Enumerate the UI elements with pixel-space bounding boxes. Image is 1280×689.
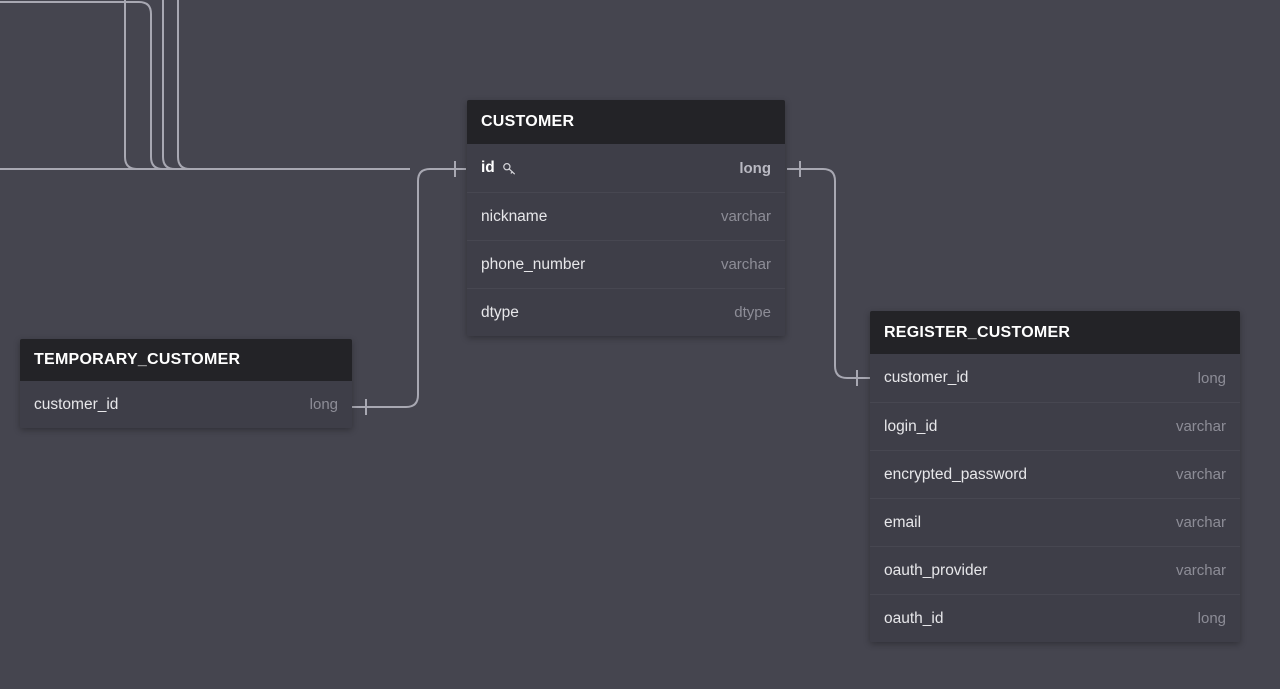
attribute-name-cell: id (481, 159, 517, 177)
entity-attributes-temporary-customer: customer_id long (20, 381, 352, 428)
attribute-row-oauth-id[interactable]: oauth_id long (870, 594, 1240, 642)
attribute-label: id (481, 159, 495, 176)
edge-offscreen-d (0, 1, 200, 170)
attribute-row-oauth-provider[interactable]: oauth_provider varchar (870, 546, 1240, 594)
edge-offscreen-a (124, 0, 190, 170)
attribute-name-cell: customer_id (884, 369, 969, 386)
edge-customer-to-register-customer (787, 168, 870, 379)
attribute-type-cell: varchar (1175, 562, 1226, 579)
edge-offscreen-b (162, 0, 200, 170)
attribute-row-dtype[interactable]: dtype dtype (467, 288, 785, 336)
attribute-row-nickname[interactable]: nickname varchar (467, 192, 785, 240)
attribute-name-cell: phone_number (481, 255, 586, 273)
attribute-type-cell: long (309, 396, 338, 413)
entity-attributes-customer: id long nickname varchar phone_numbe (467, 144, 785, 336)
entity-table-customer[interactable]: CUSTOMER id long nickname v (467, 100, 785, 336)
attribute-row-customer-id[interactable]: customer_id long (20, 381, 352, 428)
attribute-type-cell: varchar (1175, 418, 1226, 435)
attribute-name-cell: nickname (481, 207, 548, 225)
entity-table-temporary-customer[interactable]: TEMPORARY_CUSTOMER customer_id long (20, 339, 352, 428)
attribute-type-cell: varchar (1175, 514, 1226, 531)
attribute-type-cell: long (739, 159, 771, 177)
attribute-type-cell: varchar (720, 256, 771, 273)
edge-temporary-customer-to-customer (352, 168, 466, 408)
entity-attributes-register-customer: customer_id long login_id varchar encryp… (870, 354, 1240, 642)
attribute-name-cell: dtype (481, 303, 519, 321)
attribute-type-cell: long (1197, 610, 1226, 627)
edge-offscreen-c (177, 0, 210, 170)
attribute-type-cell: dtype (734, 304, 771, 321)
attribute-name-cell: oauth_provider (884, 561, 988, 579)
entity-title-customer: CUSTOMER (467, 100, 785, 144)
attribute-row-id[interactable]: id long (467, 144, 785, 192)
attribute-row-phone-number[interactable]: phone_number varchar (467, 240, 785, 288)
entity-table-register-customer[interactable]: REGISTER_CUSTOMER customer_id long login… (870, 311, 1240, 642)
attribute-name-cell: customer_id (34, 395, 119, 413)
attribute-row-encrypted-password[interactable]: encrypted_password varchar (870, 450, 1240, 498)
attribute-row-login-id[interactable]: login_id varchar (870, 402, 1240, 450)
attribute-row-customer-id[interactable]: customer_id long (870, 354, 1240, 402)
attribute-type-cell: varchar (1175, 466, 1226, 483)
key-icon (502, 161, 517, 176)
attribute-type-cell: long (1197, 369, 1226, 387)
entity-title-register-customer: REGISTER_CUSTOMER (870, 311, 1240, 354)
entity-title-temporary-customer: TEMPORARY_CUSTOMER (20, 339, 352, 381)
attribute-row-email[interactable]: email varchar (870, 498, 1240, 546)
attribute-name-cell: login_id (884, 417, 938, 435)
attribute-type-cell: varchar (720, 208, 771, 225)
attribute-name-cell: oauth_id (884, 609, 944, 627)
attribute-name-cell: encrypted_password (884, 465, 1028, 483)
attribute-name-cell: email (884, 513, 922, 531)
